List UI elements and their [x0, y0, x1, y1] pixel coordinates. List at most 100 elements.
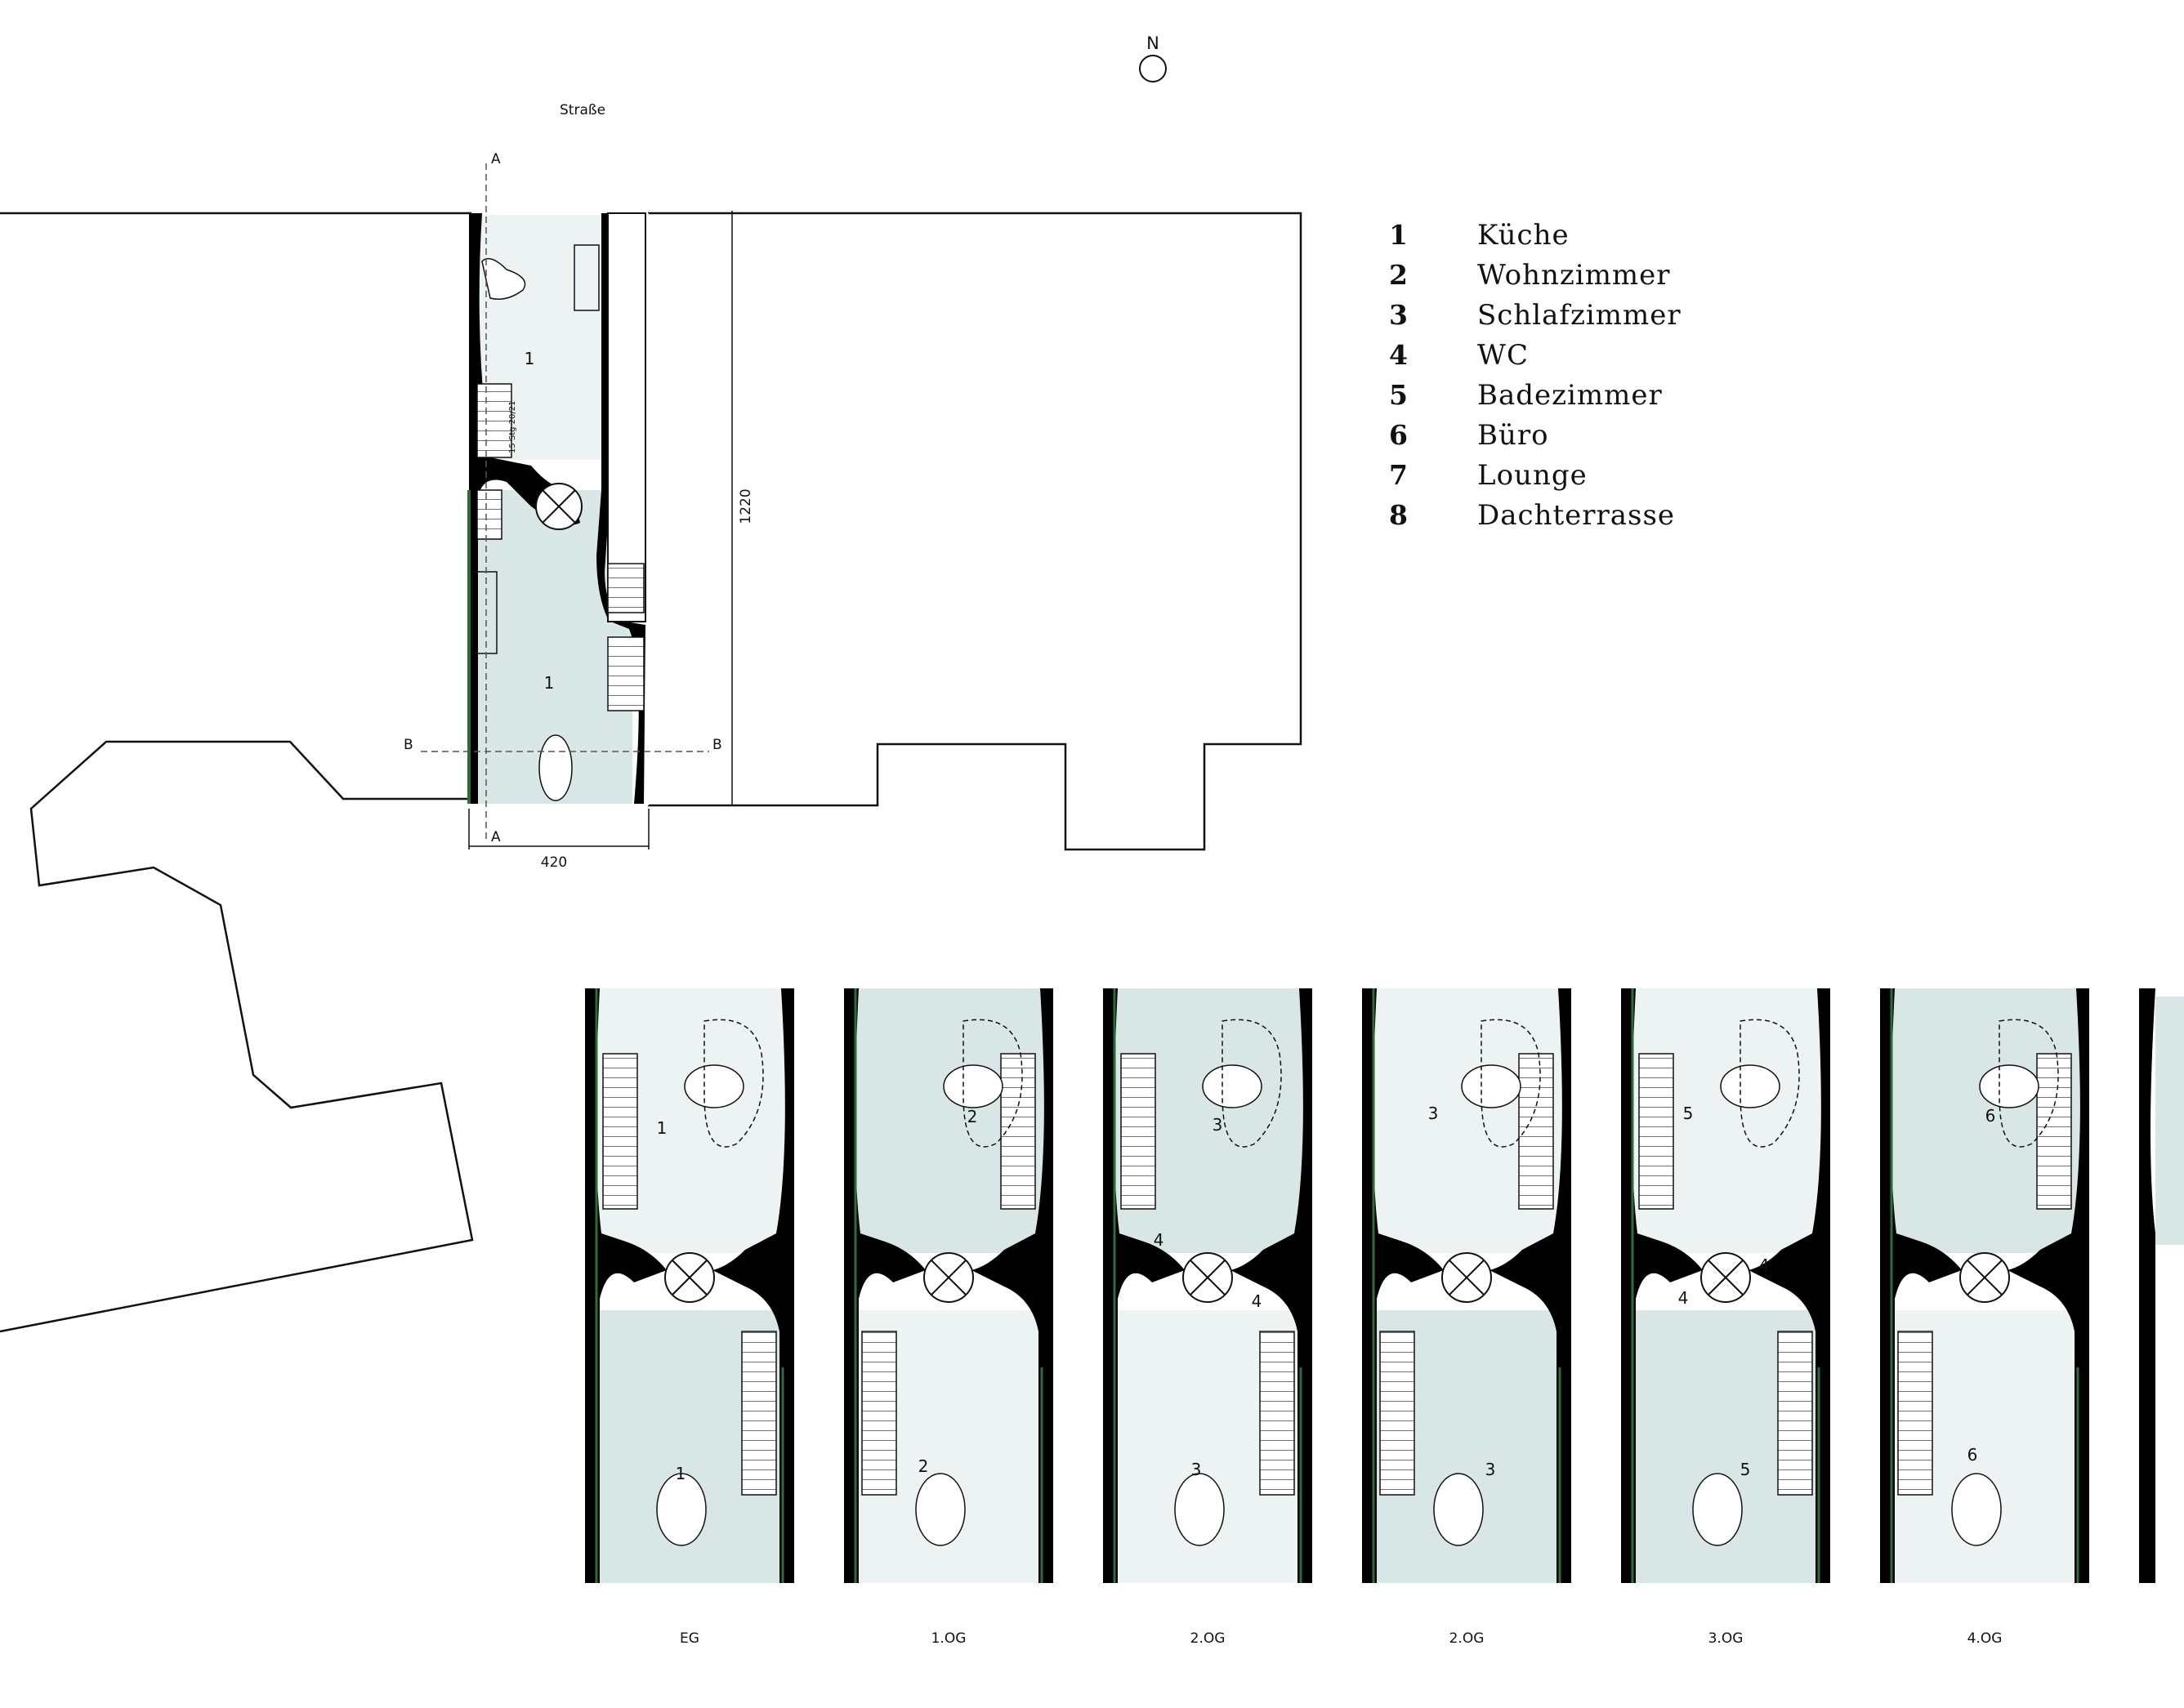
floor-plan: 664.OG [1880, 988, 2089, 1647]
legend-item: 3 Schlafzimmer [1389, 299, 1682, 339]
furniture-dashed [962, 1019, 1023, 1148]
spiral-stair-cross [1967, 1260, 2003, 1295]
legend-label: Küche [1477, 219, 1570, 252]
furniture-dashed [1740, 1019, 1800, 1148]
floor-plan: 3 3 4 4 2.OG [1103, 988, 1312, 1647]
floor-plan-partial [2139, 988, 2184, 1583]
party-wall-right [1749, 988, 1830, 1583]
spiral-stair-cross [1190, 1260, 1226, 1295]
party-wall-right [712, 988, 794, 1583]
floor-plan: 332.OG [1362, 988, 1571, 1647]
legend-number: 7 [1389, 459, 1408, 491]
party-wall-right [1489, 988, 1571, 1583]
legend-number: 5 [1389, 379, 1408, 411]
legend-number: 6 [1389, 419, 1408, 451]
legend-number: 3 [1389, 299, 1408, 331]
dimension-lines [468, 211, 733, 850]
north-label: N [1146, 33, 1159, 53]
section-a-bottom-label: A [491, 829, 501, 845]
room-number: 2 [967, 1107, 978, 1126]
room-number: 4 [1678, 1288, 1689, 1308]
floor-plan: 1 1EG [585, 988, 794, 1647]
party-wall-left [1362, 988, 1444, 1583]
furniture [1720, 1064, 1780, 1108]
room-number: 4 [1252, 1291, 1262, 1311]
legend-item: 6 Büro [1389, 419, 1682, 459]
room-number: 3 [1213, 1115, 1223, 1135]
right-neighbor-outline [648, 212, 1302, 851]
stair-run [1777, 1331, 1813, 1496]
stair-run [1897, 1331, 1933, 1496]
party-wall-right [2008, 988, 2089, 1583]
legend-item: 4 WC [1389, 339, 1682, 379]
furniture [1979, 1064, 2039, 1108]
stair-run [1120, 1053, 1156, 1210]
furniture [684, 1064, 744, 1108]
upper-room-fill [2155, 997, 2184, 1245]
furniture [656, 1473, 707, 1546]
party-wall-left [1103, 988, 1185, 1583]
room-number: 1 [657, 1118, 668, 1138]
north-arrow: N [1139, 33, 1167, 83]
legend-label: WC [1477, 339, 1529, 372]
site-room-number-upper: 1 [525, 349, 535, 368]
stair-run [1379, 1331, 1415, 1496]
section-b-right-label: B [712, 737, 722, 753]
stair-run [1259, 1331, 1295, 1496]
stair-note: 15 Stg 20/21 [508, 400, 517, 453]
floor-label: 3.OG [1708, 1630, 1744, 1647]
stair-run [861, 1331, 897, 1496]
room-number: 5 [1683, 1104, 1694, 1123]
party-wall-left [1880, 988, 1962, 1583]
furniture-dashed [1999, 1019, 2059, 1148]
room-number: 1 [676, 1464, 686, 1483]
legend-number: 8 [1389, 499, 1408, 531]
stair-run [1638, 1053, 1674, 1210]
party-wall-left [844, 988, 926, 1583]
furniture-dashed [1222, 1019, 1282, 1148]
room-number: 4 [1759, 1255, 1770, 1275]
site-context [0, 212, 1302, 1333]
floor-plan: 5 5 4 4 3.OG [1621, 988, 1830, 1647]
street-label: Straße [560, 102, 605, 118]
room-number: 2 [918, 1456, 929, 1476]
spiral-stair-cross [672, 1260, 708, 1295]
room-number: 6 [1967, 1445, 1978, 1465]
legend-label: Schlafzimmer [1477, 299, 1682, 332]
section-markers: A A B B [404, 151, 722, 845]
legend-label: Büro [1477, 419, 1549, 452]
floor-label: 1.OG [931, 1630, 967, 1647]
furniture [1461, 1064, 1521, 1108]
floor-label: 4.OG [1967, 1630, 2003, 1647]
legend-label: Wohnzimmer [1477, 259, 1671, 292]
stair-run [2036, 1053, 2072, 1210]
site-plan-house: 1 1 15 Stg 20/21 [467, 212, 649, 805]
furniture [1174, 1473, 1225, 1546]
stair-run [602, 1053, 638, 1210]
floor-plan: 2 2 1.OG [844, 988, 1053, 1647]
floor-label: 2.OG [1190, 1630, 1226, 1647]
section-b-left-label: B [404, 737, 413, 753]
section-a-top-label: A [491, 151, 501, 167]
party-wall-left [1621, 988, 1703, 1583]
legend-number: 4 [1389, 339, 1408, 371]
courtyard-neighbor-outline [0, 740, 474, 1333]
furniture [915, 1473, 966, 1546]
spiral-stair-cross [1449, 1260, 1485, 1295]
furniture [1433, 1473, 1484, 1546]
room-number: 4 [1154, 1230, 1164, 1250]
room-number: 5 [1740, 1460, 1751, 1479]
legend-number: 1 [1389, 219, 1408, 251]
party-wall-left [585, 988, 667, 1583]
legend-label: Lounge [1477, 459, 1588, 492]
dim-width-label: 420 [541, 854, 567, 871]
furniture-dashed [1481, 1019, 1541, 1148]
floor-label: EG [680, 1630, 699, 1647]
party-wall-right [971, 988, 1053, 1583]
room-number: 3 [1191, 1460, 1202, 1479]
furniture [943, 1064, 1003, 1108]
party-wall-left [2139, 988, 2155, 1583]
furniture-dashed [703, 1019, 764, 1148]
